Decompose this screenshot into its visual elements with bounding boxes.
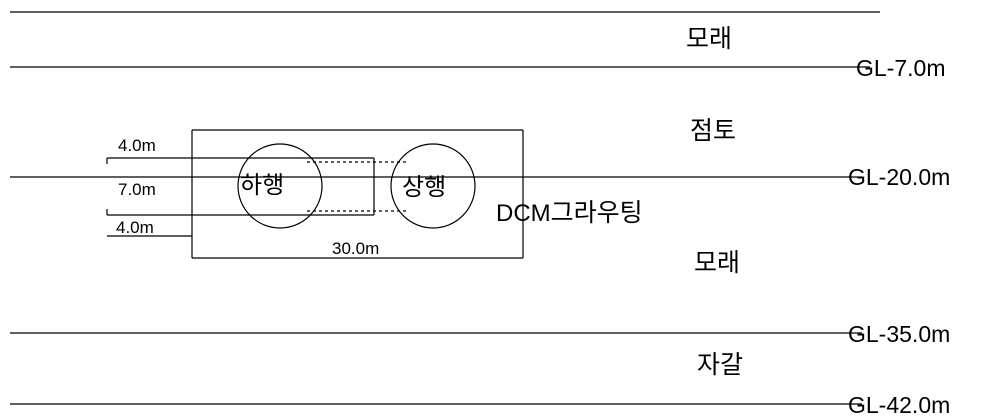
- gl-label-35: GL-35.0m: [848, 321, 951, 347]
- dim-label-middle-band: 7.0m: [118, 180, 156, 199]
- dim-label-width: 30.0m: [332, 239, 380, 258]
- grouting-label-suffix: 그라우팅: [550, 198, 643, 227]
- grouting-label-prefix: DCM: [496, 200, 551, 227]
- soil-label-sand-bottom: 모래: [694, 248, 741, 277]
- down-line-tunnel: [237, 143, 323, 229]
- dim-label-bottom-band: 4.0m: [116, 218, 154, 237]
- dim-label-top-band: 4.0m: [118, 136, 156, 155]
- tunnel-label-up-line: 상행: [402, 173, 447, 201]
- gl-label-42: GL-42.0m: [848, 392, 951, 416]
- up-line-tunnel: [390, 143, 476, 229]
- gl-label-20: GL-20.0m: [848, 164, 951, 190]
- tunnel-label-down-line: 하행: [240, 171, 285, 199]
- soil-label-sand-top: 모래: [686, 24, 733, 53]
- gl-label-7: GL-7.0m: [856, 55, 946, 81]
- soil-label-clay: 점토: [690, 116, 737, 145]
- grouting-label: DCM그라우팅: [496, 200, 643, 226]
- soil-label-gravel: 자갈: [697, 350, 744, 379]
